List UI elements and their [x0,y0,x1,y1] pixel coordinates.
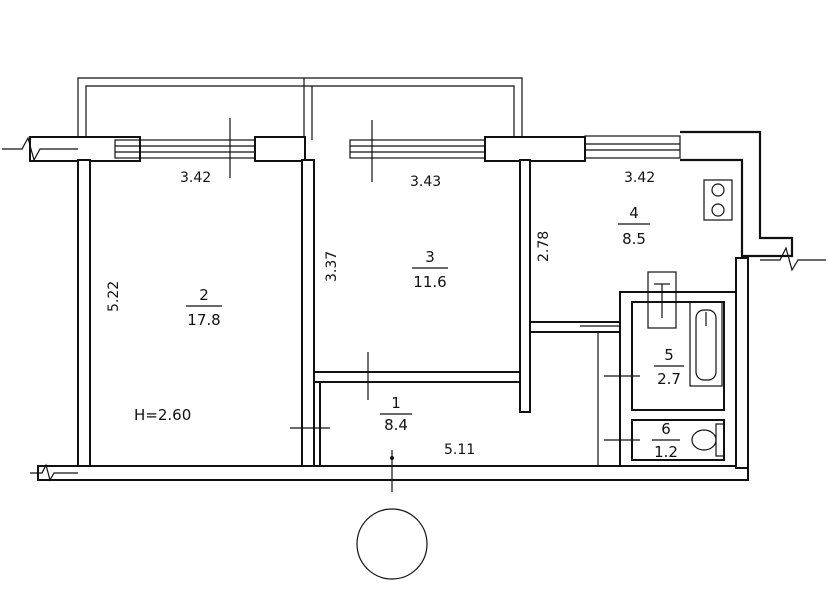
compass-icon [356,508,428,580]
svg-text:8.4: 8.4 [384,416,408,434]
svg-text:17.8: 17.8 [187,311,220,329]
balcony [77,77,523,140]
window-room4 [584,135,681,159]
toilet-icon [691,423,725,457]
svg-text:1: 1 [391,394,401,412]
svg-text:6: 6 [661,420,671,438]
opening-marks [229,118,640,492]
room-4-label: 4 8.5 [618,204,650,248]
room-5-label: 5 2.7 [654,346,684,388]
svg-text:2: 2 [199,286,209,304]
room-6-label: 6 1.2 [652,420,680,461]
room-1-label: 1 8.4 [380,394,412,434]
dimension-room2-width: 3.42 [180,170,211,186]
dimension-room3-depth: 3.37 [324,251,340,282]
dimension-room4-depth: 2.78 [536,231,552,262]
sink-icon [647,271,677,329]
svg-text:11.6: 11.6 [413,273,446,291]
svg-text:8.5: 8.5 [622,230,646,248]
dimension-corridor-length: 5.11 [444,442,475,458]
svg-text:5: 5 [664,346,674,364]
bathtub-icon [689,301,723,387]
ceiling-height: H=2.60 [134,406,191,424]
dimension-room3-width: 3.43 [410,174,441,190]
room-2-label: 2 17.8 [186,286,222,329]
dimension-room2-depth: 5.22 [106,281,122,312]
stove-icon [703,179,733,221]
interior-walls [301,159,737,467]
svg-text:1.2: 1.2 [654,443,678,461]
svg-text:2.7: 2.7 [657,370,681,388]
room-3-label: 3 11.6 [412,248,448,291]
dimension-room4-width: 3.42 [624,170,655,186]
exterior-walls [2,130,826,482]
svg-text:3: 3 [425,248,435,266]
svg-text:4: 4 [629,204,639,222]
window-room3 [349,139,486,159]
window-room2 [114,139,256,159]
